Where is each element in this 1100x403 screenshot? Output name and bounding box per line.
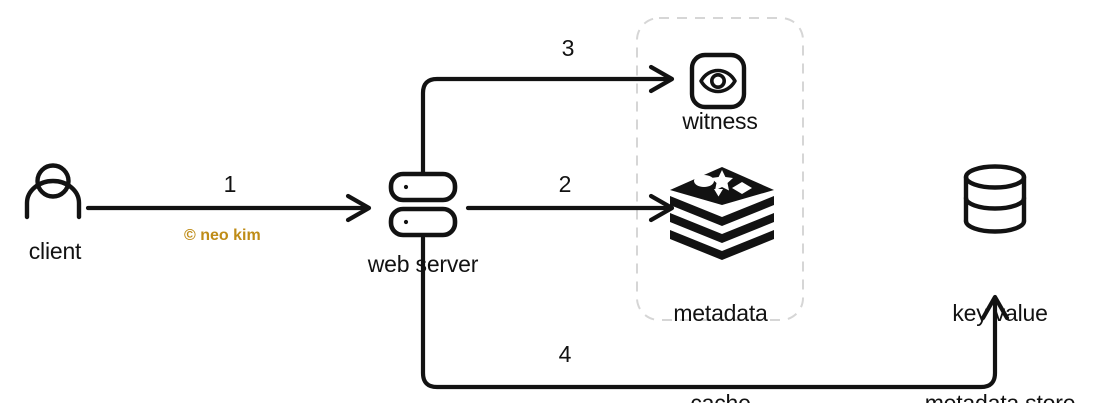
edge-2-arrow [465,193,675,223]
node-label-metadata-cache-line1: metadata [673,300,768,326]
eye-icon [689,52,747,110]
server-rack-icon [388,171,458,238]
database-cylinder-icon [963,164,1027,234]
edge-3-arrow [420,64,675,175]
layer-stack-icon [670,167,774,260]
watermark-credit: © neo kim [184,227,261,244]
node-label-key-value-metadata-store-line2: metadata store [924,390,1076,403]
node-label-web-server: web server [367,251,479,277]
edge-label-4: 4 [558,341,572,367]
edge-label-1: 1 [223,171,237,197]
node-label-key-value-metadata-store: key value metadata store [900,238,1100,403]
node-label-metadata-cache: metadata cache [638,238,803,403]
node-label-key-value-metadata-store-line1: key value [952,300,1048,326]
node-label-metadata-cache-line2: cache [690,390,751,403]
node-label-client: client [28,238,82,264]
cache-tier-group-box [636,17,804,321]
edge-4-arrow [420,235,1010,390]
node-label-witness: witness [682,108,758,134]
person-icon [24,163,82,220]
edge-label-2: 2 [558,171,572,197]
edge-label-3: 3 [561,35,575,61]
edge-1-arrow [85,193,372,223]
